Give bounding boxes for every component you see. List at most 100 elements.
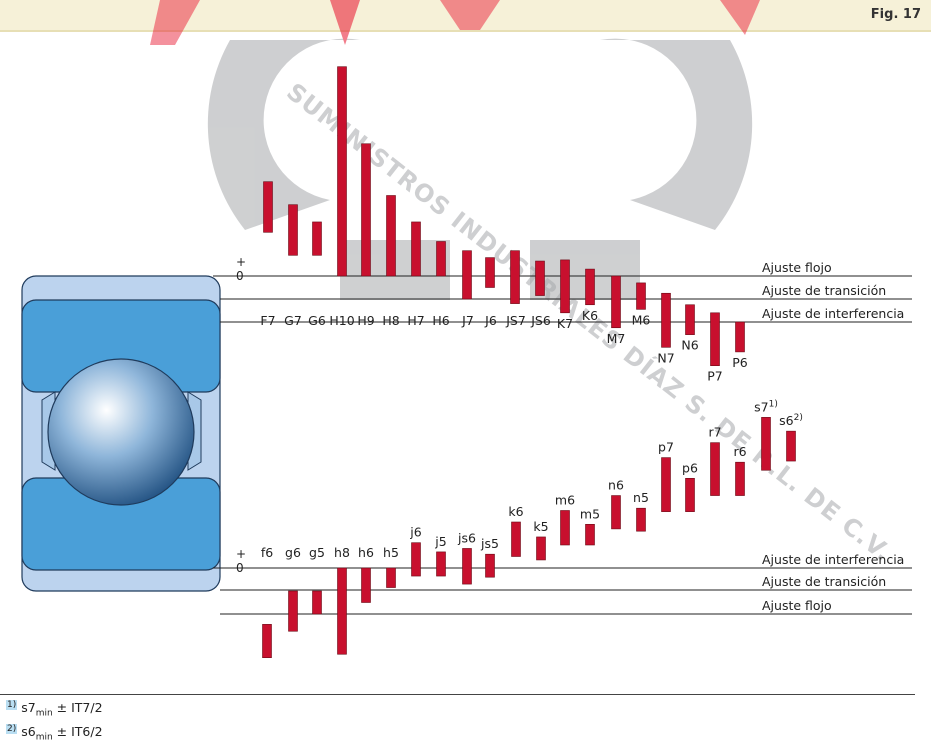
tolerance-bar-P6 [735, 321, 745, 353]
tolerance-bar-H9 [361, 143, 371, 277]
tolerance-label-G7: G7 [284, 313, 302, 328]
tolerance-bar-N6 [685, 304, 695, 335]
tolerance-label-N6: N6 [681, 338, 698, 353]
tolerance-bar-k6 [511, 521, 521, 557]
tolerance-bar-g6 [288, 590, 298, 632]
tolerance-bar-h8 [337, 567, 347, 655]
footnote-mark: 2) [6, 723, 18, 734]
tolerance-label-k6: k6 [508, 504, 523, 519]
tolerance-bar-J7 [462, 250, 472, 300]
tolerance-bar-m5 [585, 523, 595, 546]
tolerance-label-m6: m6 [555, 493, 575, 508]
tolerance-bar-r6 [735, 461, 745, 496]
tolerance-bar-J6 [485, 257, 495, 288]
tolerance-bar-g5 [312, 590, 322, 615]
tolerance-label-p6: p6 [682, 460, 698, 475]
zone-label: Ajuste flojo [762, 260, 832, 275]
footnote-rule [0, 694, 915, 695]
tolerance-bar-H7 [411, 221, 421, 277]
tolerance-bar-M7 [611, 275, 621, 329]
tolerance-label-J7: J7 [461, 313, 474, 328]
tolerance-bar-JS7 [510, 250, 520, 304]
tolerance-label-r6: r6 [733, 444, 746, 459]
tolerance-label-J6: J6 [484, 313, 497, 328]
tolerance-label-P6: P6 [732, 355, 748, 370]
header-bar [0, 0, 931, 30]
tolerance-label-F7: F7 [260, 313, 275, 328]
tolerance-label-H9: H9 [357, 313, 374, 328]
tolerance-bar-f6 [262, 624, 272, 658]
tolerance-label-p7: p7 [658, 440, 674, 455]
tolerance-bar-js5 [485, 553, 495, 578]
tolerance-bar-G7 [288, 204, 298, 256]
tolerance-label-f6: f6 [261, 545, 273, 560]
zero-mark-housing: + 0 [213, 255, 246, 283]
footnotes: 1) s7min ± IT7/2 2) s6min ± IT6/2 [6, 698, 103, 745]
zone-label: Ajuste de interferencia [762, 552, 904, 567]
tolerance-label-G6: G6 [308, 313, 326, 328]
tolerance-bar-M6 [636, 282, 646, 310]
tolerance-label-r7: r7 [708, 425, 721, 440]
tolerance-label-h5: h5 [383, 545, 399, 560]
tolerance-bar-p7 [661, 457, 671, 512]
tolerance-bar-G6 [312, 221, 322, 256]
tolerance-bar-s6 [786, 430, 796, 462]
tolerance-label-K7: K7 [557, 316, 573, 331]
tolerance-label-H10: H10 [329, 313, 354, 328]
tolerance-label-h6: h6 [358, 545, 374, 560]
tolerance-label-M7: M7 [607, 331, 626, 346]
tolerance-label-h8: h8 [334, 545, 350, 560]
tolerance-label-g5: g5 [309, 545, 325, 560]
tolerance-bar-p6 [685, 477, 695, 512]
tolerance-label-K6: K6 [582, 308, 598, 323]
tolerance-bar-js6 [462, 548, 472, 585]
tolerance-label-H8: H8 [382, 313, 399, 328]
tolerance-label-k5: k5 [533, 519, 548, 534]
zone-label: Ajuste de interferencia [762, 306, 904, 321]
zone-label: Ajuste de transición [762, 283, 886, 298]
tolerance-bar-j6 [411, 542, 421, 577]
tolerance-bar-n5 [636, 507, 646, 532]
tolerance-bar-N7 [661, 292, 671, 348]
tolerance-bar-r7 [710, 442, 720, 496]
footnote-mark: 1) [6, 700, 18, 710]
tolerance-label-n6: n6 [608, 478, 624, 493]
tolerance-bar-H6 [436, 241, 446, 277]
tolerance-bar-n6 [611, 495, 621, 530]
tolerance-label-m5: m5 [580, 506, 600, 521]
tolerance-bar-m6 [560, 510, 570, 546]
tolerance-label-g6: g6 [285, 545, 301, 560]
tolerance-bar-H10 [337, 66, 347, 277]
tolerance-label-H6: H6 [432, 313, 449, 328]
tolerance-bar-F7 [263, 181, 273, 233]
tolerance-label-s7: s71) [754, 399, 778, 414]
header-rule [0, 30, 931, 32]
tolerance-bar-s7 [761, 417, 771, 471]
tolerance-bar-P7 [710, 312, 720, 366]
tolerance-label-js5: js5 [480, 536, 499, 551]
tolerance-bar-k5 [536, 536, 546, 561]
plus-sign: + [236, 255, 246, 269]
tolerance-bar-h6 [361, 567, 371, 603]
footnote-2: 2) s6min ± IT6/2 [6, 723, 103, 743]
zone-label: Ajuste flojo [762, 598, 832, 613]
tolerance-bar-JS6 [535, 260, 545, 296]
watermark-logo [150, 0, 760, 300]
tolerance-label-js6: js6 [457, 530, 476, 545]
zone-label: Ajuste de transición [762, 574, 886, 589]
tolerance-label-M6: M6 [632, 312, 651, 327]
tolerance-label-JS7: JS7 [505, 313, 526, 328]
tolerance-label-n5: n5 [633, 490, 649, 505]
plus-sign: + [236, 547, 246, 561]
tolerance-label-s6: s62) [779, 413, 803, 428]
footnote-1: 1) s7min ± IT7/2 [6, 700, 103, 719]
tolerance-label-P7: P7 [707, 369, 723, 384]
tolerance-label-j6: j6 [409, 525, 421, 540]
tolerance-bar-K7 [560, 259, 570, 314]
bearing-icon [21, 275, 221, 592]
tolerance-bar-K6 [585, 268, 595, 306]
